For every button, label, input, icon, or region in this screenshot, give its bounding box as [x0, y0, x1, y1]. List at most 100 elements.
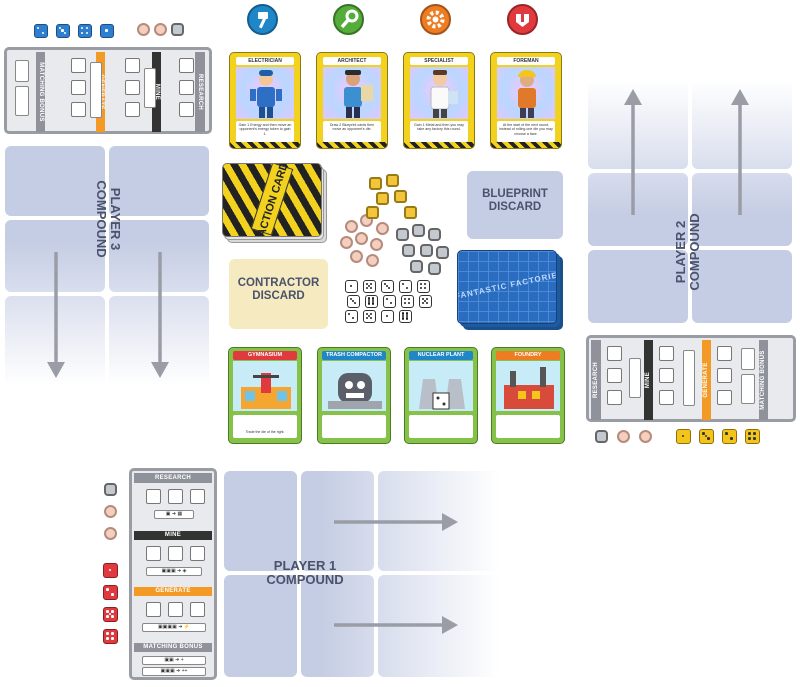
die[interactable]	[399, 280, 412, 293]
die[interactable]	[383, 295, 396, 308]
p2-slot[interactable]	[607, 390, 622, 405]
p2-slot[interactable]	[607, 346, 622, 361]
gold-token[interactable]	[404, 206, 417, 219]
die[interactable]	[103, 585, 118, 600]
p1-slot[interactable]	[190, 602, 205, 617]
metal-token[interactable]	[428, 262, 441, 275]
energy-token[interactable]	[350, 250, 363, 263]
die[interactable]	[699, 429, 714, 444]
gold-token[interactable]	[369, 177, 382, 190]
die[interactable]	[722, 429, 737, 444]
die[interactable]	[363, 310, 376, 323]
p2-slot[interactable]	[659, 368, 674, 383]
blueprint-deck[interactable]: FANTASTIC FACTORIES	[457, 250, 565, 332]
die[interactable]	[399, 310, 412, 323]
p2-slot[interactable]	[717, 390, 732, 405]
factory-card-foundry[interactable]: FOUNDRY	[491, 347, 565, 444]
die[interactable]	[419, 295, 432, 308]
gold-token[interactable]	[376, 192, 389, 205]
energy-token[interactable]	[104, 505, 117, 518]
metal-token[interactable]	[396, 228, 409, 241]
die[interactable]	[363, 280, 376, 293]
p1-slot[interactable]	[190, 546, 205, 561]
gold-token[interactable]	[386, 174, 399, 187]
white-dice-pool[interactable]	[345, 280, 440, 325]
die[interactable]	[345, 280, 358, 293]
worker-card-foreman[interactable]: FOREMAN At the start of the next round, …	[490, 52, 562, 149]
p3-slot[interactable]	[179, 102, 194, 117]
gold-token[interactable]	[366, 206, 379, 219]
metal-token[interactable]	[104, 483, 117, 496]
die[interactable]	[103, 607, 118, 622]
die[interactable]	[365, 295, 378, 308]
energy-token[interactable]	[370, 238, 383, 251]
die[interactable]	[745, 429, 760, 444]
p1-slot[interactable]	[168, 602, 183, 617]
die[interactable]	[103, 563, 118, 578]
metal-token[interactable]	[420, 244, 433, 257]
worker-card-architect[interactable]: ARCHITECT Draw 2 Blueprint cards then mo…	[316, 52, 388, 149]
p1-slot[interactable]	[146, 602, 161, 617]
player2-dice[interactable]	[676, 429, 776, 445]
energy-token[interactable]	[366, 254, 379, 267]
gold-tokens[interactable]	[364, 172, 424, 232]
action-card-deck[interactable]: ACTION CARD	[222, 163, 328, 243]
p1-slot[interactable]	[168, 489, 183, 504]
worker-card-specialist[interactable]: SPECIALIST Gain 1 Metal and then you may…	[403, 52, 475, 149]
p2-slot[interactable]	[717, 346, 732, 361]
metal-token[interactable]	[410, 260, 423, 273]
factory-card-gymnasium[interactable]: GYMNASIUM Trade the die of the right.	[228, 347, 302, 444]
energy-token[interactable]	[340, 236, 353, 249]
energy-token[interactable]	[137, 23, 150, 36]
die[interactable]	[56, 24, 70, 38]
metal-token[interactable]	[412, 224, 425, 237]
p3-slot[interactable]	[71, 102, 86, 117]
die[interactable]	[100, 24, 114, 38]
energy-token[interactable]	[154, 23, 167, 36]
die[interactable]	[103, 629, 118, 644]
die[interactable]	[34, 24, 48, 38]
die[interactable]	[347, 295, 360, 308]
p3-slot[interactable]	[71, 80, 86, 95]
worker-card-electrician[interactable]: ELECTRICIAN Gain 1 Energy and then move …	[229, 52, 301, 149]
p2-slot[interactable]	[717, 368, 732, 383]
die[interactable]	[345, 310, 358, 323]
factory-card-nuclear-plant[interactable]: NUCLEAR PLANT	[404, 347, 478, 444]
energy-token[interactable]	[376, 222, 389, 235]
p3-slot[interactable]	[125, 58, 140, 73]
factory-card-trash-compactor[interactable]: TRASH COMPACTOR	[317, 347, 391, 444]
p3-slot[interactable]	[179, 58, 194, 73]
energy-token[interactable]	[355, 232, 368, 245]
energy-token[interactable]	[639, 430, 652, 443]
energy-token[interactable]	[104, 527, 117, 540]
metal-token[interactable]	[428, 228, 441, 241]
energy-token[interactable]	[345, 220, 358, 233]
player1-dice[interactable]	[103, 563, 121, 653]
energy-tokens[interactable]	[340, 210, 400, 270]
p3-slot[interactable]	[179, 80, 194, 95]
p1-slot[interactable]	[168, 546, 183, 561]
die[interactable]	[401, 295, 414, 308]
p1-slot[interactable]	[190, 489, 205, 504]
metal-token[interactable]	[402, 244, 415, 257]
p2-slot[interactable]	[607, 368, 622, 383]
p1-slot[interactable]	[146, 489, 161, 504]
p3-slot[interactable]	[125, 102, 140, 117]
p2-slot[interactable]	[659, 390, 674, 405]
die[interactable]	[417, 280, 430, 293]
p3-slot[interactable]	[125, 80, 140, 95]
die[interactable]	[78, 24, 92, 38]
metal-token[interactable]	[595, 430, 608, 443]
energy-token[interactable]	[617, 430, 630, 443]
contractor-discard[interactable]: CONTRACTOR DISCARD	[229, 259, 328, 329]
die[interactable]	[381, 310, 394, 323]
blueprint-discard[interactable]: BLUEPRINT DISCARD	[467, 171, 563, 239]
p2-slot[interactable]	[659, 346, 674, 361]
die[interactable]	[676, 429, 691, 444]
gold-token[interactable]	[394, 190, 407, 203]
p1-slot[interactable]	[146, 546, 161, 561]
metal-token[interactable]	[436, 246, 449, 259]
die[interactable]	[381, 280, 394, 293]
p3-slot[interactable]	[71, 58, 86, 73]
player3-dice[interactable]	[34, 24, 124, 40]
